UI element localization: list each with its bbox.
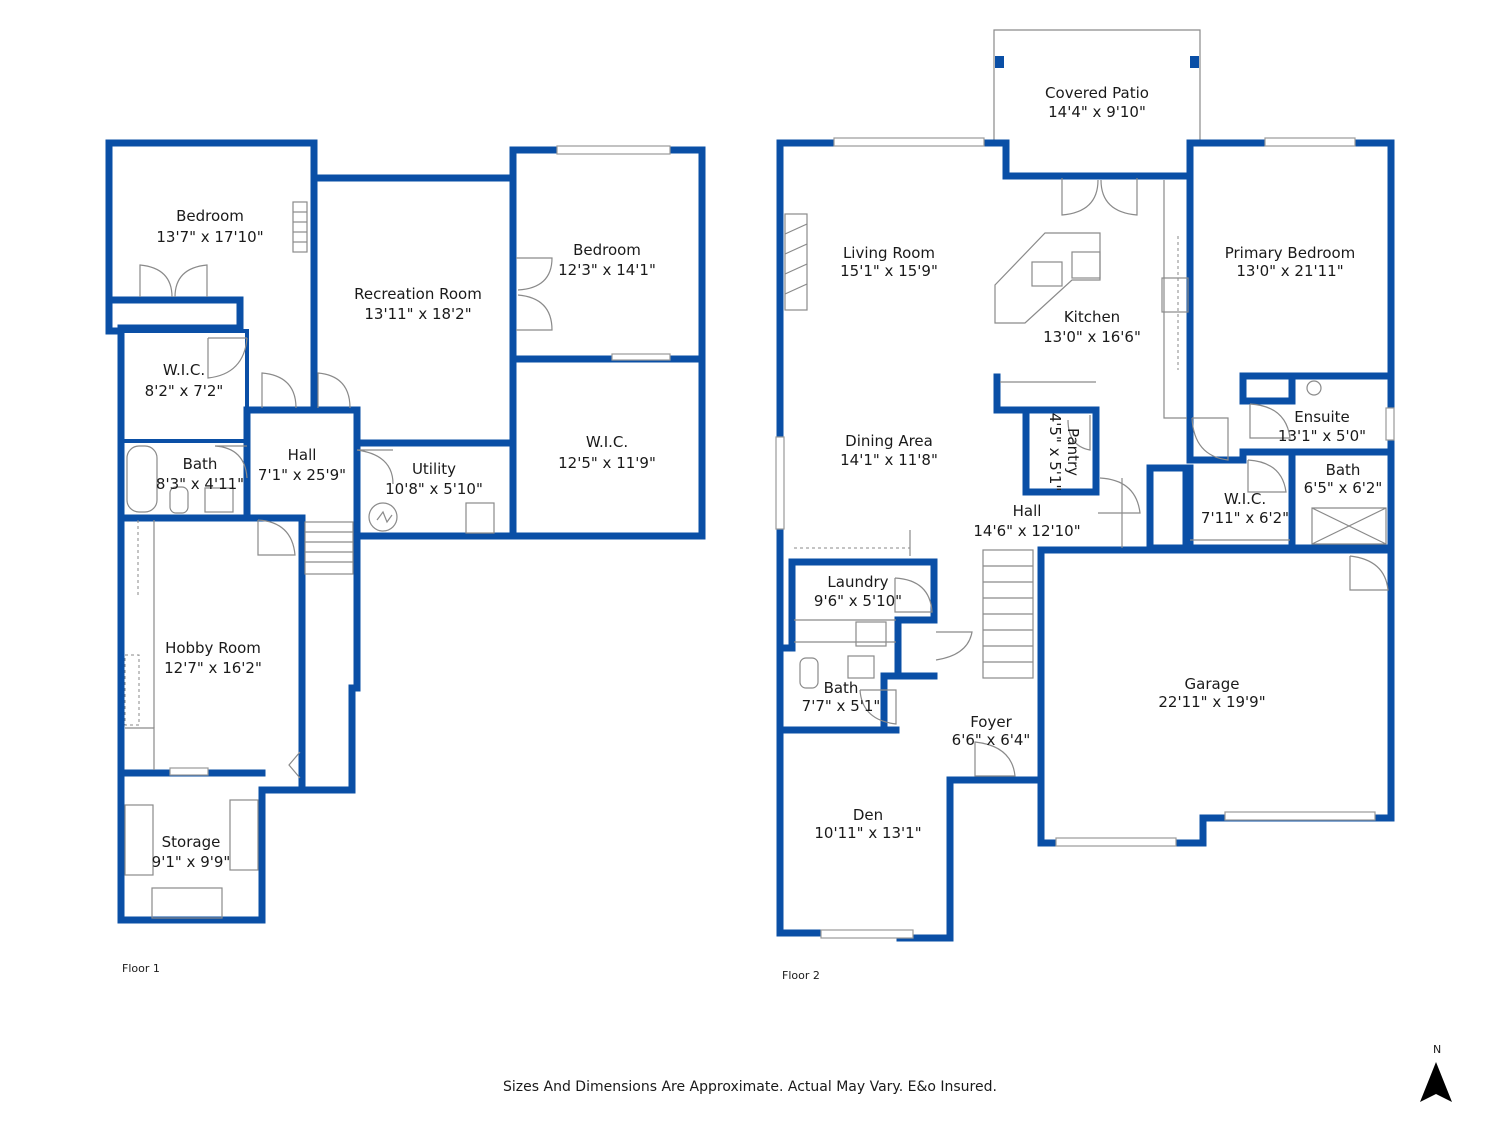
room-name: Dining Area [845,432,933,450]
floor-2-labels: Covered Patio 14'4" x 9'10" Living Room … [782,84,1382,982]
floor-2-fixtures [775,137,1395,939]
room-name: Bath [824,679,859,697]
room-dims: 4'5" x 5'1" [1046,413,1064,492]
room-name: Ensuite [1294,408,1350,426]
room-dims: 12'7" x 16'2" [164,659,262,677]
room-dims: 9'6" x 5'10" [814,592,902,610]
room-name: Bath [1326,461,1361,479]
floor-2-label: Floor 2 [782,969,820,982]
compass-label: N [1433,1043,1441,1056]
room-name: W.I.C. [163,361,205,379]
covered-patio [993,29,1201,140]
room-dims: 8'3" x 4'11" [156,475,244,493]
room-dims: 7'11" x 6'2" [1201,509,1289,527]
room-dims: 6'6" x 6'4" [952,731,1031,749]
room-dims: 10'11" x 13'1" [814,824,921,842]
room-dims: 7'1" x 25'9" [258,466,346,484]
room-name: Hobby Room [165,639,261,657]
floor-1-plan: Bedroom 13'7" x 17'10" Recreation Room 1… [105,139,706,975]
room-dims: 6'5" x 6'2" [1304,479,1383,497]
room-dims: 10'8" x 5'10" [385,480,483,498]
north-arrow-icon: N [1420,1043,1452,1102]
room-name: Hall [288,446,317,464]
room-name: Foyer [970,713,1012,731]
floor-1-fixtures [124,145,671,919]
room-name: Utility [412,460,456,478]
room-dims: 13'11" x 18'2" [364,305,471,323]
room-dims: 13'7" x 17'10" [156,228,263,246]
room-name: Laundry [827,573,888,591]
room-dims: 13'0" x 16'6" [1043,328,1141,346]
room-dims: 14'6" x 12'10" [973,522,1080,540]
room-name: Covered Patio [1045,84,1149,102]
room-name: Recreation Room [354,285,482,303]
room-dims: 13'0" x 21'11" [1236,262,1343,280]
room-name: Bedroom [573,241,641,259]
room-name: Living Room [843,244,935,262]
room-name: Kitchen [1064,308,1120,326]
room-dims: 14'1" x 11'8" [840,451,938,469]
room-dims: 12'5" x 11'9" [558,454,656,472]
floor-1-labels: Bedroom 13'7" x 17'10" Recreation Room 1… [122,207,656,975]
room-name: W.I.C. [1224,490,1266,508]
room-name: Garage [1185,675,1240,693]
room-dims: 13'1" x 5'0" [1278,427,1366,445]
room-name: Bedroom [176,207,244,225]
room-dims: 12'3" x 14'1" [558,261,656,279]
pantry-label: Pantry 4'5" x 5'1" [1046,413,1082,492]
room-name: Primary Bedroom [1225,244,1356,262]
room-dims: 7'7" x 5'1" [802,697,881,715]
room-dims: 9'1" x 9'9" [152,853,231,871]
floor-1-label: Floor 1 [122,962,160,975]
floor-2-plan: Covered Patio 14'4" x 9'10" Living Room … [775,29,1395,982]
room-dims: 22'11" x 19'9" [1158,693,1265,711]
floor-1-walls [105,139,706,924]
room-name: Pantry [1064,428,1082,476]
room-dims: 14'4" x 9'10" [1048,103,1146,121]
room-name: Bath [183,455,218,473]
room-name: W.I.C. [586,433,628,451]
room-dims: 15'1" x 15'9" [840,262,938,280]
room-dims: 8'2" x 7'2" [145,382,224,400]
room-name: Den [853,806,883,824]
disclaimer-text: Sizes And Dimensions Are Approximate. Ac… [503,1079,997,1095]
room-name: Hall [1013,502,1042,520]
room-name: Storage [162,833,221,851]
